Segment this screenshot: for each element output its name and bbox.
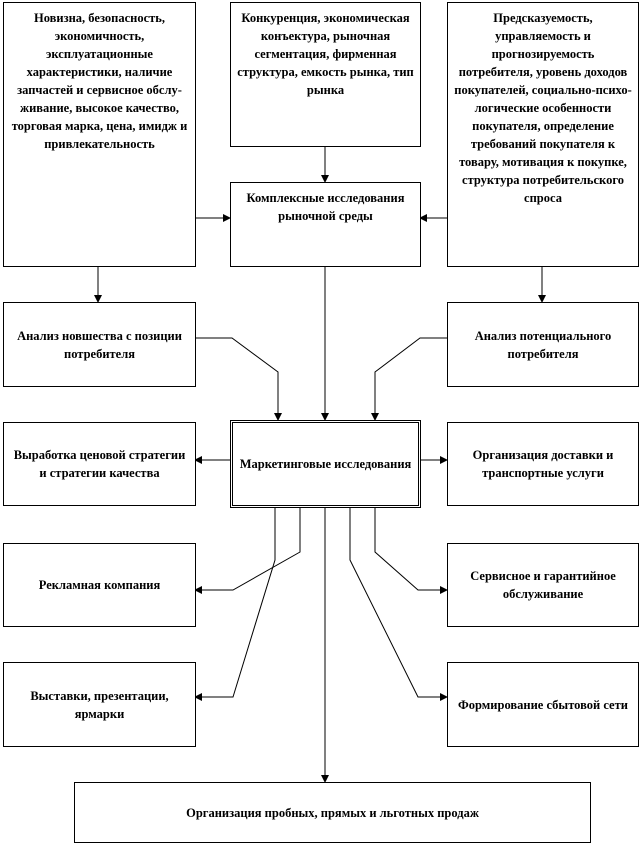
exhibitions-box: Выставки, презентации, ярмарки bbox=[3, 662, 196, 747]
consumer-factors-box: Предсказуемость, управляемость и прогноз… bbox=[447, 2, 639, 267]
service-box: Сервисное и гарантийное обслуживание bbox=[447, 543, 639, 627]
sales-box: Организация пробных, прямых и льготных п… bbox=[74, 782, 591, 843]
arrow-marketing-to-service bbox=[374, 507, 448, 594]
arrow-analysis-to-marketing bbox=[371, 337, 447, 421]
market-factors-box: Конкуренция, экономическая конъектура, р… bbox=[230, 2, 421, 147]
arrow-novelty-to-marketing bbox=[195, 337, 282, 421]
novelty-analysis-box: Анализ новшества с позиции потребителя bbox=[3, 302, 196, 387]
pricing-strategy-box: Выработка ценовой стратегии и стратегии … bbox=[3, 422, 196, 506]
advertising-box: Рекламная компания bbox=[3, 543, 196, 627]
marketing-research-box: Маркетинговые исследования bbox=[230, 420, 421, 508]
product-factors-box: Новизна, безопасность, экономичность, эк… bbox=[3, 2, 196, 267]
delivery-box: Организация доставки и транспортные услу… bbox=[447, 422, 639, 506]
sales-network-box: Формирование сбытовой сети bbox=[447, 662, 639, 747]
complex-research-box: Комплексные исследования рыночной среды bbox=[230, 182, 421, 267]
consumer-analysis-box: Анализ потенциального потребителя bbox=[447, 302, 639, 387]
arrow-marketing-to-network bbox=[349, 507, 448, 701]
arrow-marketing-to-exhibitions bbox=[194, 507, 276, 701]
arrow-marketing-to-advertising bbox=[194, 507, 301, 594]
